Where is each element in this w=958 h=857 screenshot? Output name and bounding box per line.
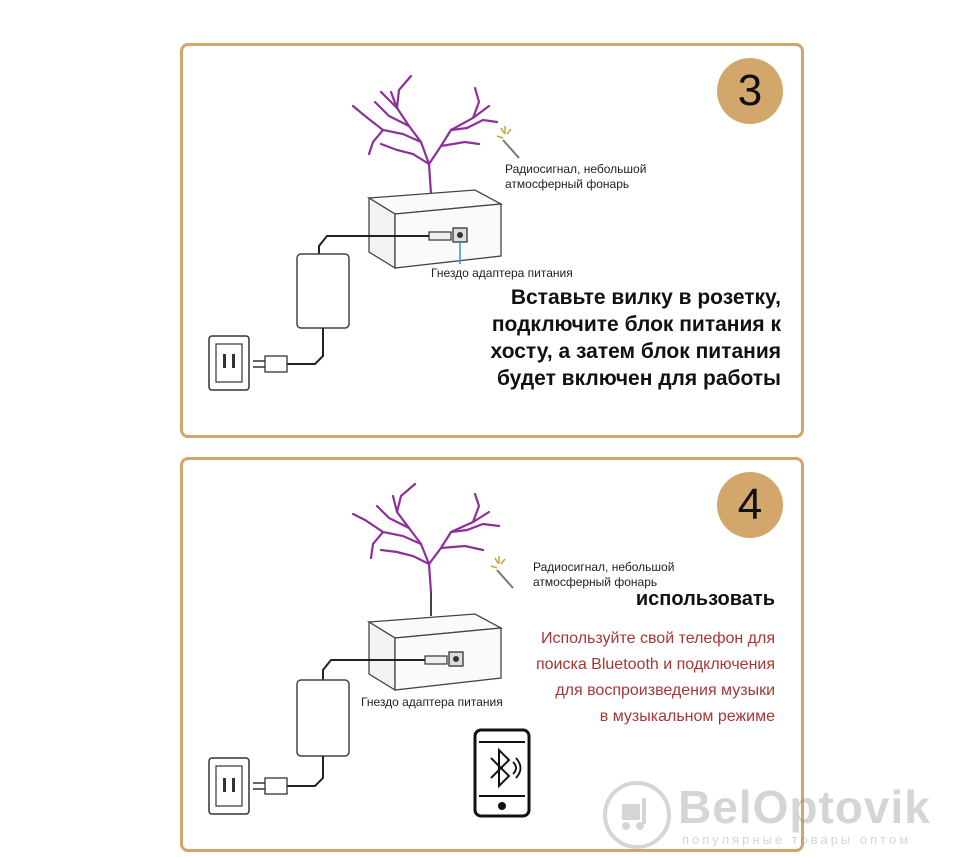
watermark-tagline: популярные товары оптом xyxy=(682,832,912,847)
coil-base-box xyxy=(366,189,504,270)
jack-label: Гнездо адаптера питания xyxy=(361,695,503,709)
watermark: BelOptovik популярные товары оптом xyxy=(600,780,952,850)
lightning-spark-icon xyxy=(351,482,501,594)
lightning-spark-icon xyxy=(351,74,499,196)
step-number-badge: 4 xyxy=(717,472,783,538)
step-4-card: 4 xyxy=(180,457,804,852)
forklift-logo-icon xyxy=(603,781,671,849)
tesla-coil-setup-illustration xyxy=(208,482,531,818)
phone-bluetooth-icon xyxy=(473,728,531,818)
step-number-badge: 3 xyxy=(717,58,783,124)
firework-icon xyxy=(496,126,520,159)
jack-label: Гнездо адаптера питания xyxy=(431,266,573,280)
step-3-instruction: Вставьте вилку в розетку, подключите бло… xyxy=(490,286,781,390)
step-4-instruction: Используйте свой телефон для поиска Blue… xyxy=(535,630,775,725)
coil-caption: Радиосигнал, небольшой атмосферный фонар… xyxy=(533,560,675,589)
firework-icon xyxy=(490,556,514,589)
power-adapter xyxy=(296,253,350,329)
step-3-card: 3 xyxy=(180,43,804,438)
coil-base-box xyxy=(366,613,504,692)
coil-caption: Радиосигнал, небольшой атмосферный фонар… xyxy=(505,162,647,191)
power-adapter xyxy=(296,679,350,757)
watermark-brand: BelOptovik xyxy=(678,781,931,833)
tesla-coil-setup-illustration xyxy=(208,74,520,391)
step-4-title: использовать xyxy=(635,588,775,610)
